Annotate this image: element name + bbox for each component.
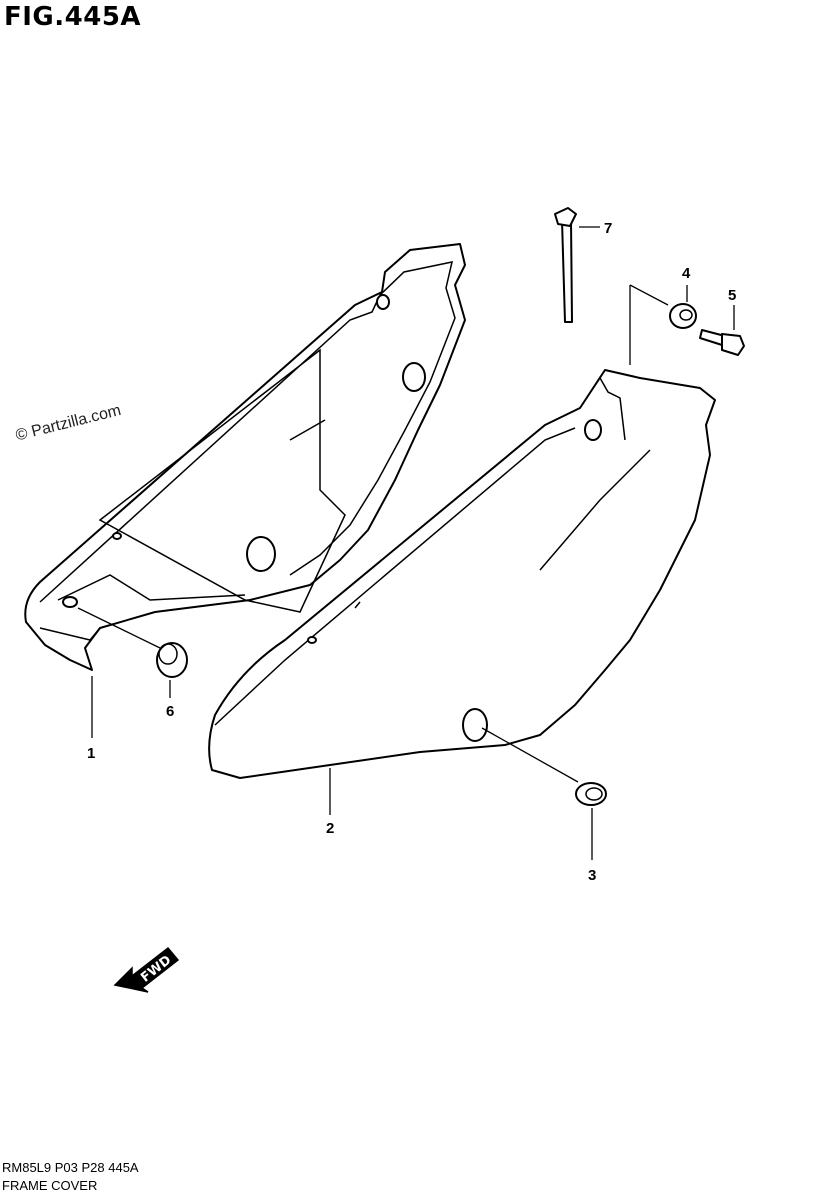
bolt-5[interactable] — [699, 329, 745, 356]
callout-1: 1 — [87, 745, 95, 762]
callout-6: 6 — [166, 703, 174, 720]
leader-lines — [77, 226, 735, 860]
grommet-4[interactable] — [669, 303, 697, 329]
cable-tie-7[interactable] — [554, 207, 577, 323]
figure-title: FIG.445A — [4, 2, 142, 32]
footer-figure-code: RM85L9 P03 P28 445A — [2, 1160, 139, 1175]
callout-3: 3 — [588, 867, 596, 884]
forward-direction-arrow: FWD — [113, 946, 180, 993]
callout-7: 7 — [604, 220, 612, 237]
callout-2: 2 — [326, 820, 334, 837]
left-frame-cover[interactable] — [24, 243, 466, 671]
collar-6[interactable] — [156, 642, 188, 678]
callout-4: 4 — [682, 265, 691, 282]
right-frame-cover[interactable] — [208, 369, 716, 779]
footer-figure-name: FRAME COVER — [2, 1178, 98, 1193]
grommet-3[interactable] — [575, 782, 607, 806]
callout-5: 5 — [728, 287, 736, 304]
